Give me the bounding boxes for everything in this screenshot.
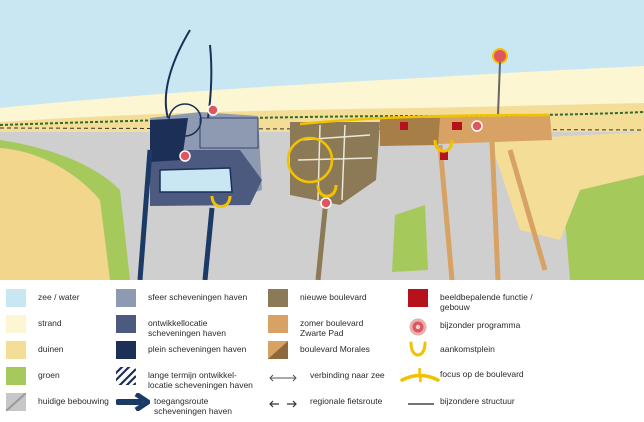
focus-boulevard-line <box>299 113 551 126</box>
legend-item-nieuwe: nieuwe boulevard <box>268 289 367 307</box>
verbinding-east-2 <box>489 139 501 280</box>
legend-label: sfeer scheveningen haven <box>148 292 248 302</box>
landmark-building-3 <box>440 150 448 160</box>
legend-label: verbinding naar zee <box>310 370 385 380</box>
legend-item-aankomst: aankomstplein <box>408 341 495 359</box>
legend-item-beeld: beeldbepalende functie / gebouw <box>408 289 533 312</box>
ontwikkel-swatch <box>116 315 136 333</box>
legend-item-focus: focus op de boulevard <box>400 366 524 384</box>
legend-label: huidige bebouwing <box>38 396 109 406</box>
legend-label: plein scheveningen haven <box>148 344 247 354</box>
legend-label: lange termijn ontwikkel- locatie scheven… <box>148 370 253 390</box>
pier-east <box>497 61 501 116</box>
bebouwing-swatch <box>6 393 26 411</box>
program-point <box>320 197 332 209</box>
verbinding-naar-zee <box>315 199 329 280</box>
legend-item-morales: boulevard Morales <box>268 341 370 359</box>
verbinding-east-3 <box>507 149 548 271</box>
solid-line-icon <box>408 393 434 411</box>
zee-water-swatch <box>6 289 26 307</box>
harbour-pier-left <box>164 29 191 119</box>
verbinding-east-1 <box>437 144 455 280</box>
landmark-building-1 <box>400 122 408 130</box>
lange-termijn-swatch <box>116 367 136 385</box>
legend-label: duinen <box>38 344 64 354</box>
legend-item-bebouwing: huidige bebouwing <box>6 393 109 411</box>
focus-ring <box>286 136 334 184</box>
legend-label: zee / water <box>38 292 80 302</box>
groen-swatch <box>6 367 26 385</box>
harbour-access-route <box>137 149 153 280</box>
plein-swatch <box>116 341 136 359</box>
nieuwe-boulevard-swatch <box>268 289 288 307</box>
zomer-boulevard-swatch <box>268 315 288 333</box>
legend-item-zomer: zomer boulevard Zwarte Pad <box>268 315 363 338</box>
legend-item-plein: plein scheveningen haven <box>116 341 246 359</box>
program-point <box>471 120 483 132</box>
legend-label: beeldbepalende functie / gebouw <box>440 292 533 312</box>
landmark-building-2 <box>452 122 462 130</box>
program-point <box>492 48 508 64</box>
legend: zee / water strand duinen groen huidige … <box>0 280 644 422</box>
arrival-square-icon <box>316 184 338 198</box>
legend-item-toegang: toegangsroute scheveningen haven <box>116 393 232 416</box>
harbour-basin <box>159 167 233 193</box>
legend-label: bijzonder programma <box>440 320 521 330</box>
strand-swatch <box>6 315 26 333</box>
morales-swatch <box>268 341 288 359</box>
beeldbepalende-swatch <box>408 289 428 307</box>
legend-label: aankomstplein <box>440 344 495 354</box>
legend-item-verbinding: verbinding naar zee <box>268 367 385 385</box>
legend-item-sfeer: sfeer scheveningen haven <box>116 289 247 307</box>
green-area-mid <box>392 205 428 272</box>
legend-label: ontwikkellocatie scheveningen haven <box>148 318 226 338</box>
legend-label: strand <box>38 318 62 328</box>
legend-item-structuur: bijzondere structuur <box>408 393 515 411</box>
masterplan-map <box>0 0 644 280</box>
legend-label: bijzondere structuur <box>440 396 515 406</box>
legend-item-programma: bijzonder programma <box>408 317 521 336</box>
legend-item-groen: groen <box>6 367 60 385</box>
sfeer-swatch <box>116 289 136 307</box>
legend-label: nieuwe boulevard <box>300 292 367 302</box>
nieuwe-boulevard-area <box>290 122 380 205</box>
legend-item-lange: lange termijn ontwikkel- locatie scheven… <box>116 367 253 390</box>
double-arrow-line-icon <box>268 367 298 385</box>
legend-label: toegangsroute scheveningen haven <box>154 396 232 416</box>
program-circle-icon <box>408 317 428 336</box>
duinen-swatch <box>6 341 26 359</box>
legend-item-ontwikkel: ontwikkellocatie scheveningen haven <box>116 315 226 338</box>
harbour-lange <box>199 117 259 149</box>
dashed-arrows-icon <box>268 393 298 411</box>
focus-ring <box>168 103 202 137</box>
harbour-dark <box>150 118 188 162</box>
boulevard-morales-area <box>380 118 440 146</box>
program-point <box>179 150 191 162</box>
green-dunes-west <box>0 148 110 280</box>
nieuwe-boulevard-streets <box>297 124 373 201</box>
coast-line <box>0 111 644 126</box>
legend-item-duinen: duinen <box>6 341 64 359</box>
focus-line-icon <box>400 366 440 384</box>
legend-label: regionale fietsroute <box>310 396 383 406</box>
arrival-square-icon <box>433 139 454 153</box>
program-point <box>207 104 219 116</box>
arrival-square-icon <box>408 341 428 359</box>
legend-item-fietsroute: regionale fietsroute <box>268 393 382 411</box>
harbour-access-route-2 <box>202 207 215 280</box>
legend-item-zee: zee / water <box>6 289 80 307</box>
legend-label: focus op de boulevard <box>440 369 524 379</box>
arrival-square-icon <box>210 195 232 208</box>
legend-label: boulevard Morales <box>300 344 370 354</box>
legend-label: zomer boulevard Zwarte Pad <box>300 318 364 338</box>
arrow-right-icon <box>116 393 150 411</box>
legend-label: groen <box>38 370 60 380</box>
legend-item-strand: strand <box>6 315 62 333</box>
